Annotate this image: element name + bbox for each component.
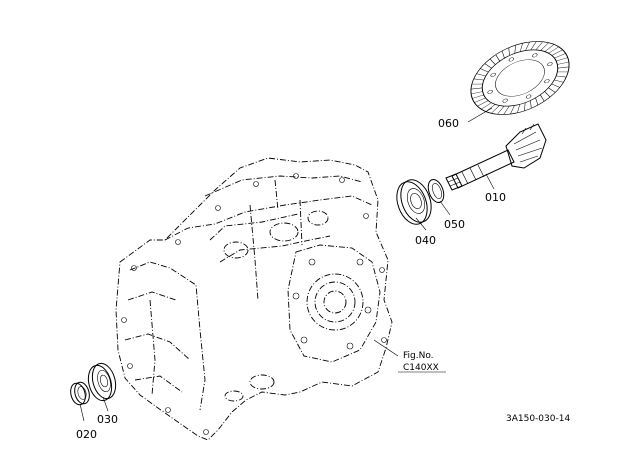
part-label-030: 030 — [97, 413, 118, 426]
gear-tooth — [489, 58, 496, 65]
gear-tooth — [485, 104, 496, 112]
gear-tooth — [530, 41, 537, 50]
gear-tooth — [472, 94, 484, 99]
gear-tooth — [557, 71, 569, 73]
part-label-010: 010 — [485, 191, 506, 204]
gear-tooth — [554, 79, 564, 83]
gear-tooth — [508, 47, 510, 56]
gear-tooth — [491, 105, 500, 114]
part-label-040: 040 — [415, 234, 436, 247]
bevel-ring-gear — [470, 41, 570, 115]
gear-tooth — [480, 68, 489, 73]
gear-tooth — [481, 102, 492, 110]
gear-tooth — [551, 83, 560, 88]
gear-tooth — [503, 106, 510, 115]
gear-tooth — [548, 46, 559, 54]
gear-tooth — [551, 49, 563, 56]
gear-tooth — [517, 104, 521, 113]
gear-tooth — [557, 66, 570, 69]
gear-tooth — [519, 43, 523, 52]
gear-tooth — [497, 105, 505, 115]
part-label-050: 050 — [444, 218, 465, 231]
figure-ref-line2: C140XX — [403, 363, 439, 373]
gear-tooth — [548, 87, 556, 93]
drawing-code: 3A150-030-14 — [506, 414, 570, 424]
gear-tooth — [473, 78, 484, 81]
gear-tooth — [556, 75, 567, 78]
gear-tooth — [501, 50, 505, 59]
gear-tooth — [476, 73, 486, 77]
gear-tooth — [477, 100, 489, 107]
gear-tooth — [495, 54, 500, 62]
gear-tooth — [530, 100, 532, 109]
gear-tooth — [556, 57, 568, 62]
snap-ring — [427, 178, 445, 204]
gear-tooth — [470, 87, 483, 90]
gear-tooth — [474, 97, 486, 103]
gear-tooth — [471, 83, 483, 85]
part-label-060: 060 — [438, 117, 459, 130]
bevel-pinion-shaft — [445, 123, 547, 191]
gear-tooth — [535, 41, 543, 51]
gear-tooth — [544, 44, 555, 52]
gear-tooth — [544, 91, 551, 98]
ball-bearing-040 — [396, 179, 432, 225]
gear-tooth — [540, 94, 545, 102]
gear-tooth — [554, 53, 566, 59]
oil-seal-020 — [70, 381, 90, 406]
figure-reference: Fig.No. C140XX — [398, 351, 446, 373]
gear-tooth — [535, 97, 539, 106]
gear-tooth — [471, 91, 483, 95]
figure-ref-line1: Fig.No. — [403, 351, 434, 361]
gear-tooth — [510, 105, 515, 115]
bearing-030 — [87, 362, 117, 402]
gear-tooth — [540, 42, 549, 51]
gear-tooth — [525, 41, 530, 51]
transmission-case — [115, 157, 393, 441]
part-label-020: 020 — [76, 428, 97, 441]
gear-tooth — [557, 61, 569, 65]
gear-tooth — [524, 102, 526, 111]
gear-tooth — [484, 63, 492, 69]
leader-lines — [79, 107, 495, 422]
gear-tooth — [514, 45, 516, 54]
